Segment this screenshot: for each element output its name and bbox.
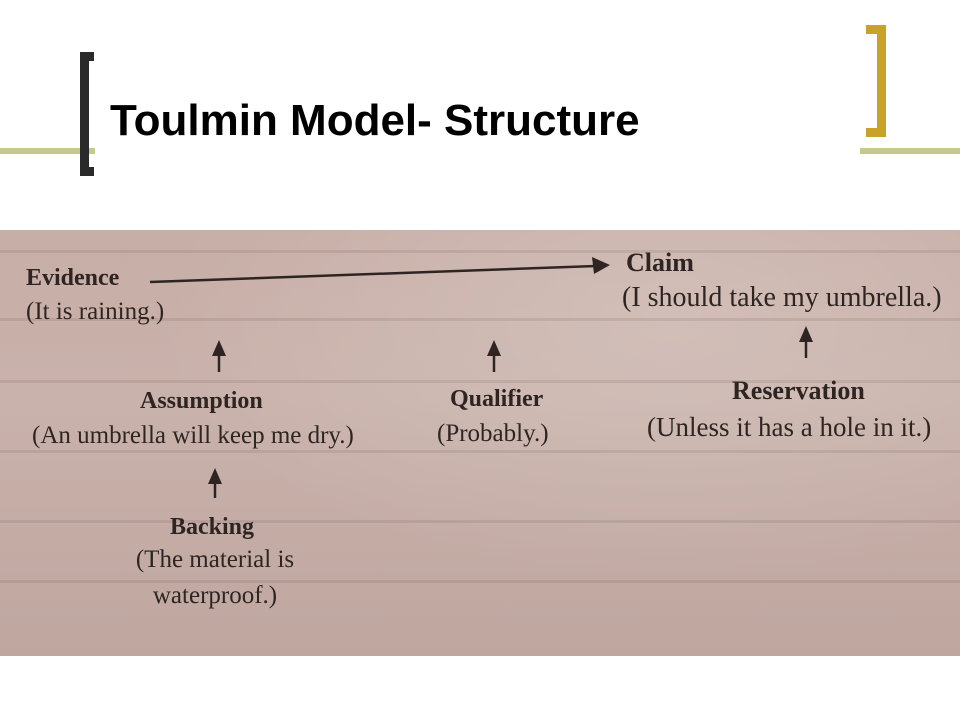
arrowhead-icon <box>212 340 226 356</box>
title-accent-rule-right <box>860 148 960 154</box>
evidence-to-claim-arrow <box>149 264 597 284</box>
claim-example: (I should take my umbrella.) <box>622 282 942 313</box>
bleed-through-line <box>0 380 960 383</box>
textbook-photo: Evidence (It is raining.) Claim (I shoul… <box>0 230 960 656</box>
assumption-label: Assumption <box>140 388 263 414</box>
assumption-example: (An umbrella will keep me dry.) <box>32 422 354 449</box>
reservation-example: (Unless it has a hole in it.) <box>647 412 932 442</box>
arrowhead-icon <box>208 468 222 484</box>
evidence-example: (It is raining.) <box>26 298 165 325</box>
reservation-label: Reservation <box>732 376 865 405</box>
bleed-through-line <box>0 520 960 523</box>
bleed-through-line <box>0 580 960 583</box>
qualifier-example: (Probably.) <box>437 420 549 447</box>
arrowhead-icon <box>799 326 813 342</box>
bleed-through-line <box>0 450 960 453</box>
backing-example-line-2: waterproof.) <box>152 582 278 609</box>
claim-label: Claim <box>626 248 694 277</box>
qualifier-label: Qualifier <box>450 386 544 412</box>
evidence-label: Evidence <box>26 265 120 291</box>
title-accent-rule-left <box>0 148 95 154</box>
arrowhead-icon <box>592 257 610 274</box>
bleed-through-line <box>0 318 960 321</box>
bleed-through-line <box>0 250 960 253</box>
diagram-arrows <box>149 257 813 498</box>
right-bracket-decoration <box>866 25 886 137</box>
arrowhead-icon <box>487 340 501 356</box>
backing-example-line-1: (The material is <box>135 546 295 573</box>
left-bracket-decoration <box>80 52 94 176</box>
slide-title: Toulmin Model- Structure <box>110 96 640 145</box>
backing-label: Backing <box>170 514 255 540</box>
